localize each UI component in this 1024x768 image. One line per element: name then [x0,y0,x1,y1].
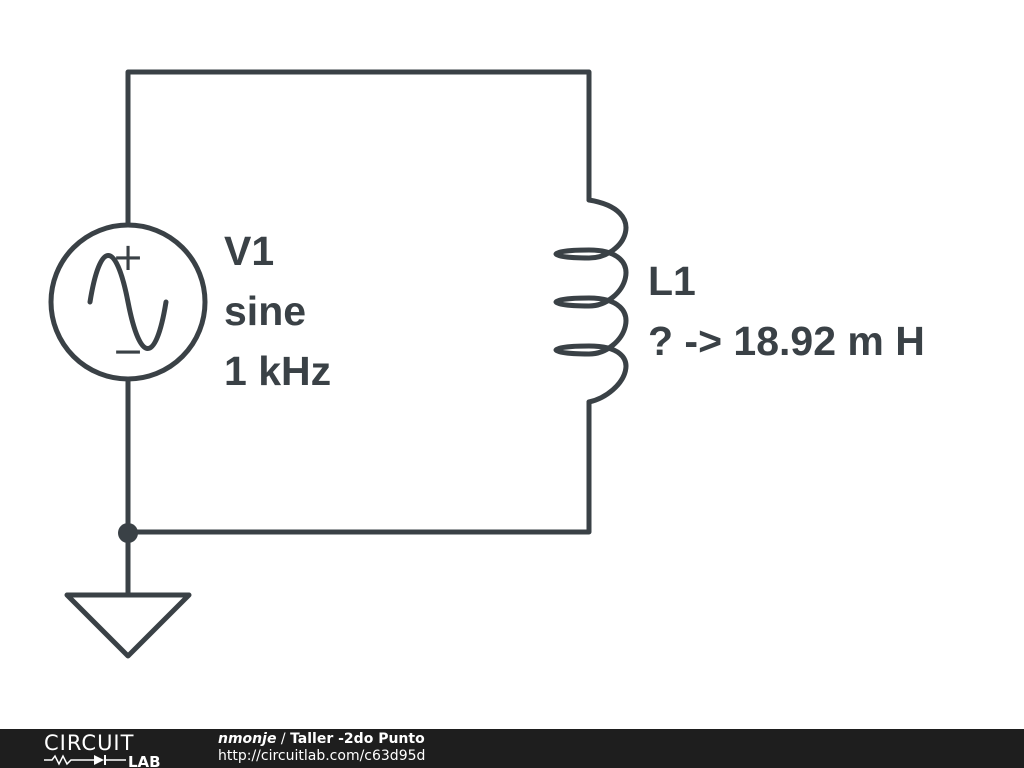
source-name-label: V1 [224,228,274,274]
circuitlab-logo[interactable]: CIRCUIT LAB [42,729,182,768]
footer-title-line: nmonje / Taller -2do Punto [218,731,425,748]
footer-separator: / [276,731,291,747]
source-minus-sign: − [112,329,144,373]
voltage-source-v1: + − [48,222,208,382]
logo-circuit-text: CIRCUIT [44,731,134,755]
source-type-label: sine [224,288,306,334]
logo-resistor-icon [44,754,94,766]
inductor-coil [553,197,629,405]
footer-info: nmonje / Taller -2do Punto http://circui… [218,731,425,765]
author-link[interactable]: nmonje [218,731,277,747]
logo-lab-text: LAB [128,753,161,768]
source-frequency-label: 1 kHz [224,348,331,394]
junction-node [118,523,138,543]
circuit-url-link[interactable]: http://circuitlab.com/c63d95d [218,748,426,764]
logo-diode-icon [94,755,104,765]
circuit-title[interactable]: Taller -2do Punto [290,731,425,747]
circuit-schematic: + − V1 sine 1 kHz L1 ? -> 18.92 m H [48,69,925,659]
inductor-name-label: L1 [648,258,696,304]
ground-symbol [64,592,192,659]
sine-wave-icon [87,253,169,351]
footer-bar: CIRCUIT LAB nmonje / Taller -2do Punto h… [0,729,1024,768]
source-plus-sign: + [112,235,144,279]
source-circle [48,222,208,382]
wire-top [125,69,592,228]
inductor-value-label: ? -> 18.92 m H [648,318,925,364]
wire-right-bottom [125,399,592,535]
